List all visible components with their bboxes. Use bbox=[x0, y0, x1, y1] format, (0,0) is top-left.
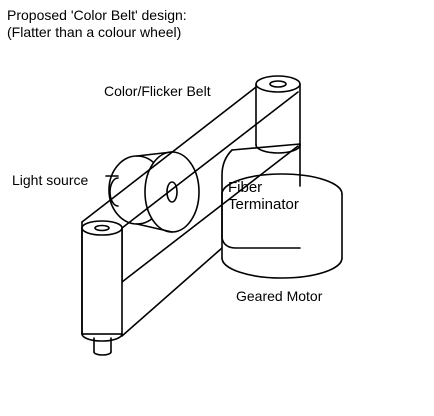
right-pulley bbox=[255, 75, 301, 154]
diagram-subtitle: (Flatter than a colour wheel) bbox=[7, 24, 182, 40]
fiber-label-line1: Fiber bbox=[228, 179, 263, 196]
left-pulley bbox=[81, 220, 123, 356]
belt-label: Color/Flicker Belt bbox=[104, 83, 211, 99]
diagram-title: Proposed 'Color Belt' design: bbox=[7, 7, 187, 23]
light-source bbox=[105, 151, 200, 233]
motor-label: Geared Motor bbox=[236, 288, 323, 304]
fiber-label-line2: Terminator bbox=[228, 196, 299, 213]
belt-lower-edge bbox=[121, 247, 223, 337]
light-source-label: Light source bbox=[12, 172, 89, 188]
fiber-terminator bbox=[221, 143, 301, 249]
